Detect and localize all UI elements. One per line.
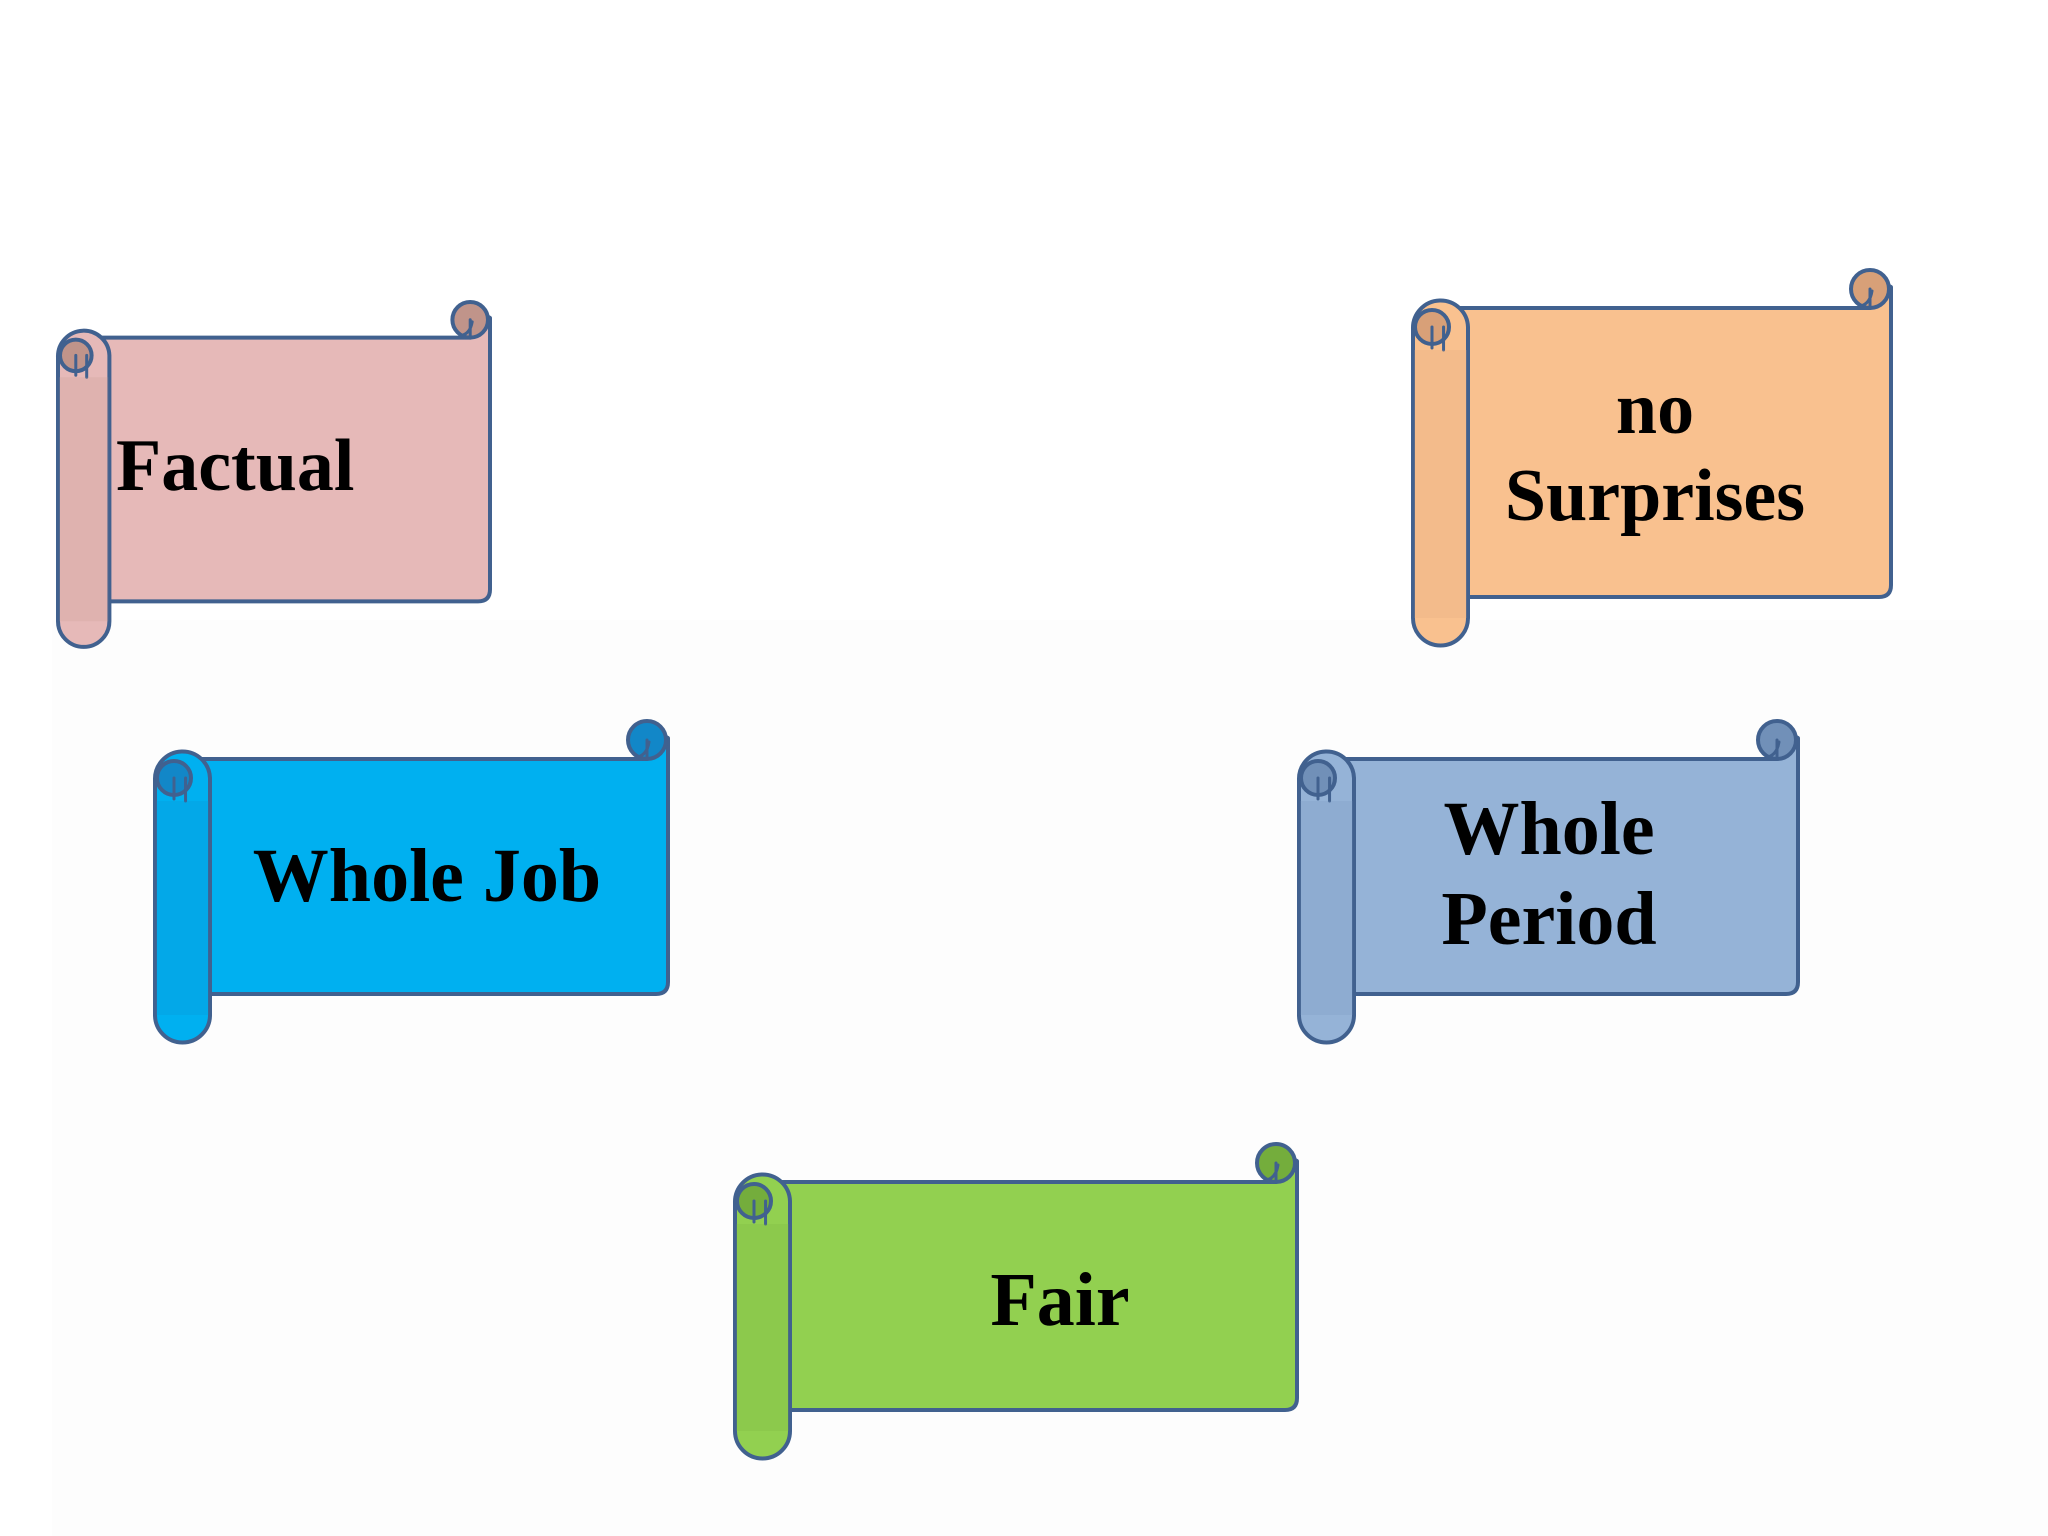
scroll-shape-whole-period: Whole Period [1295, 717, 1802, 1045]
scroll-label-line: no [1615, 367, 1695, 450]
scroll-left-roll [1410, 298, 1470, 648]
scroll-shape-factual: Factual [54, 298, 494, 649]
scroll-curl-top-detail [636, 738, 651, 761]
scroll-left-roll [732, 1172, 792, 1461]
scroll-left-roll [55, 328, 112, 649]
scroll-label-line: Whole [1443, 787, 1655, 872]
scroll-graphic [152, 719, 670, 1045]
scroll-graphic [55, 300, 492, 649]
scroll-label-fair: Fair [775, 1184, 1345, 1418]
scroll-left-roll-shade [736, 1224, 789, 1431]
scroll-graphic [1296, 719, 1800, 1045]
scroll-left-roll [1296, 749, 1356, 1045]
scroll-label-line: Factual [116, 425, 355, 508]
scroll-curl-top-detail [459, 318, 474, 340]
scroll-curl-top-detail [1265, 1161, 1280, 1184]
scroll-curl-top-detail [1859, 287, 1874, 310]
scroll-curl-left-detail [1316, 776, 1332, 803]
scroll-label-no-surprises: no Surprises [1459, 312, 1851, 594]
scroll-left-roll-shade [59, 377, 109, 622]
scroll-graphic [732, 1142, 1299, 1461]
scroll-shape-no-surprises: no Surprises [1409, 266, 1895, 648]
scroll-curl-left-detail [172, 776, 188, 803]
scroll-left-roll-shade [1414, 350, 1467, 618]
scroll-label-factual: Factual [116, 346, 400, 588]
scroll-label-whole-job: Whole Job [195, 761, 659, 993]
scroll-curl-left-detail [1430, 325, 1446, 352]
scroll-label-line: Whole Job [252, 834, 602, 919]
scroll-left-roll-shade [156, 801, 209, 1015]
scroll-left-roll-shade [1300, 801, 1353, 1015]
scroll-label-whole-period: Whole Period [1339, 759, 1759, 991]
scroll-curl-top-detail [1766, 738, 1781, 761]
scroll-left-roll [152, 749, 212, 1045]
scroll-curl-left-detail [752, 1199, 768, 1226]
scroll-label-line: Surprises [1504, 455, 1806, 537]
scroll-label-line: Fair [990, 1258, 1130, 1343]
scroll-curl-left-detail [74, 353, 89, 379]
scroll-graphic [1410, 268, 1893, 648]
scroll-shape-fair: Fair [731, 1140, 1301, 1461]
scroll-label-line: Period [1441, 877, 1657, 961]
scroll-shape-whole-job: Whole Job [151, 717, 672, 1045]
